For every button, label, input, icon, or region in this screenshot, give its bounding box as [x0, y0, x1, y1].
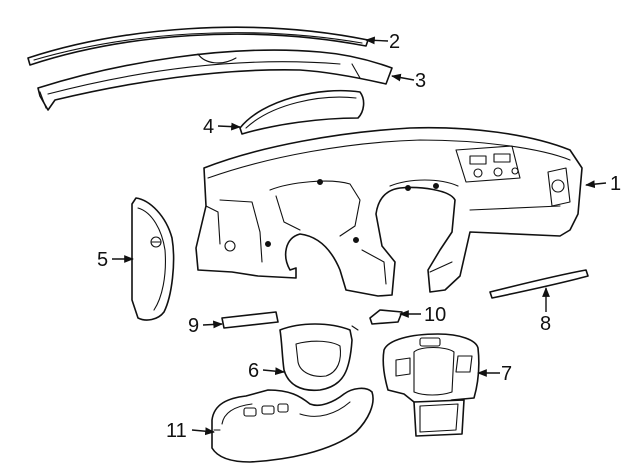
leader-lines	[112, 36, 607, 436]
callout-labels: 1 2 3 4 5 6 7 8 9 10 11	[97, 31, 621, 442]
callout-7: 7	[501, 363, 512, 385]
callout-1: 1	[610, 173, 621, 195]
leader-2	[365, 36, 389, 45]
leader-4	[217, 122, 241, 131]
callout-3: 3	[415, 70, 426, 92]
leader-3	[391, 73, 415, 82]
leader-9	[202, 320, 223, 329]
part-4-cluster-hood	[239, 89, 365, 135]
part-1-instrument-panel	[195, 126, 583, 297]
callout-10: 10	[424, 304, 446, 326]
callout-4: 4	[203, 116, 214, 138]
callout-9: 9	[188, 315, 199, 337]
part-7-center-bezel	[382, 333, 480, 437]
callout-6: 6	[248, 360, 259, 382]
part-11-lower-panel	[211, 387, 374, 463]
part-9-trim-strip	[221, 311, 279, 329]
part-8-trim-strip	[489, 269, 589, 299]
leader-11	[191, 427, 215, 436]
callout-8: 8	[540, 313, 551, 335]
callout-5: 5	[97, 249, 108, 271]
part-3-defroster-panel	[37, 49, 393, 111]
callout-2: 2	[389, 31, 400, 53]
part-5-side-panel	[131, 197, 175, 321]
part-6-column-shroud	[279, 323, 359, 392]
callout-11: 11	[166, 420, 187, 442]
part-10-bezel	[369, 309, 403, 325]
leader-1	[585, 180, 607, 189]
part-2-defroster-strip	[27, 26, 369, 66]
leader-6	[262, 367, 285, 376]
